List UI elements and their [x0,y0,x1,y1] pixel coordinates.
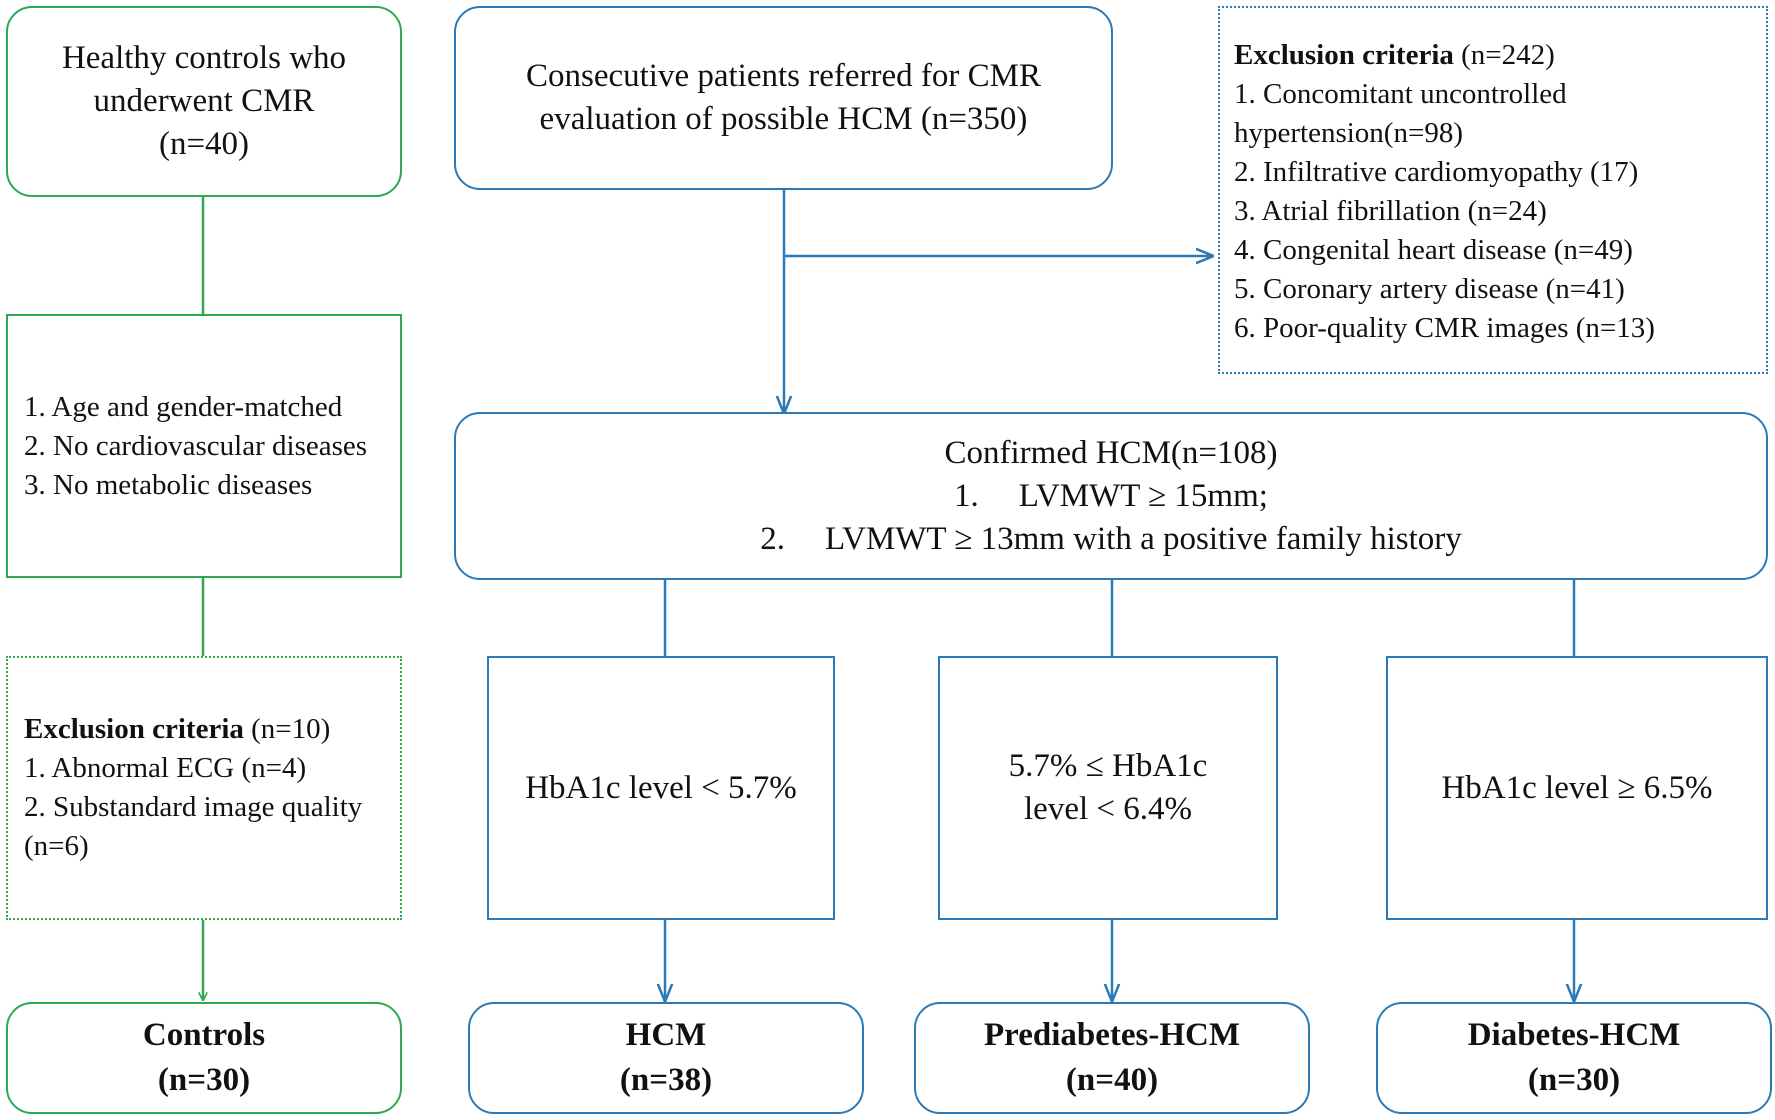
confirmed-criterion-2: 2. LVMWT ≥ 13mm with a positive family hi… [760,518,1462,561]
group-2-result-box: Prediabetes-HCM (n=40) [914,1002,1310,1114]
group-1-criterion-box: HbA1c level < 5.7% [487,656,835,920]
patients-exclusion-title: Exclusion criteria [1234,39,1454,71]
group-1-result-count: (n=38) [619,1062,713,1098]
group-1-result-title: HCM [625,1017,707,1053]
patients-exclusion-item-5: 5. Coronary artery disease (n=41) [1234,273,1625,305]
group-1-criterion-line-1: HbA1c level < 5.7% [525,769,797,806]
healthy-controls-line-3: (n=40) [158,126,250,162]
patients-exclusion-box: Exclusion criteria (n=242) 1. Concomitan… [1218,6,1768,374]
controls-inclusion-box: 1. Age and gender-matched 2. No cardiova… [6,314,402,578]
group-3-result-count: (n=30) [1527,1062,1621,1098]
controls-exclusion-title: Exclusion criteria [24,713,244,745]
healthy-controls-line-1: Healthy controls who [61,40,347,76]
group-3-result-title: Diabetes-HCM [1467,1017,1681,1053]
referred-line-2: evaluation of possible HCM (n=350) [539,101,1028,137]
inclusion-item-2: 2. No cardiovascular diseases [24,429,368,462]
group-2-result-count: (n=40) [1065,1062,1159,1098]
group-1-result-box: HCM (n=38) [468,1002,864,1114]
group-3-criterion-line-1: HbA1c level ≥ 6.5% [1441,769,1713,806]
healthy-controls-line-2: underwent CMR [93,83,315,119]
patients-exclusion-item-6: 6. Poor-quality CMR images (n=13) [1234,312,1655,344]
controls-exclusion-box: Exclusion criteria (n=10) 1. Abnormal EC… [6,656,402,920]
patients-exclusion-item-2: 2. Infiltrative cardiomyopathy (17) [1234,156,1639,188]
healthy-controls-box: Healthy controls who underwent CMR (n=40… [6,6,402,197]
confirmed-hcm-box: Confirmed HCM(n=108) 1. LVMWT ≥ 15mm; 2. L… [454,412,1768,580]
group-2-criterion-box: 5.7% ≤ HbA1c level < 6.4% [938,656,1278,920]
confirmed-criterion-2-number: 2. [760,520,785,557]
referred-patients-box: Consecutive patients referred for CMR ev… [454,6,1113,190]
group-2-result-title: Prediabetes-HCM [984,1017,1240,1053]
controls-result-title: Controls [142,1017,266,1053]
group-3-result-box: Diabetes-HCM (n=30) [1376,1002,1772,1114]
inclusion-item-1: 1. Age and gender-matched [24,390,343,423]
group-3-criterion-box: HbA1c level ≥ 6.5% [1386,656,1768,920]
controls-exclusion-count: (n=10) [251,713,331,745]
controls-result-count: (n=30) [157,1062,251,1098]
confirmed-criterion-1-text: LVMWT ≥ 15mm; [1018,477,1268,514]
controls-result-box: Controls (n=30) [6,1002,402,1114]
controls-exclusion-item-2: 2. Substandard image quality (n=6) [24,791,363,862]
group-2-criterion-line-2: level < 6.4% [1024,791,1192,827]
controls-exclusion-heading: Exclusion criteria (n=10) [24,710,384,749]
patients-exclusion-count: (n=242) [1461,39,1555,71]
confirmed-hcm-title: Confirmed HCM(n=108) [944,434,1278,471]
inclusion-item-3: 3. No metabolic diseases [24,468,313,501]
group-2-criterion-line-1: 5.7% ≤ HbA1c [1008,748,1208,784]
referred-line-1: Consecutive patients referred for CMR [525,58,1041,94]
patients-exclusion-item-3: 3. Atrial fibrillation (n=24) [1234,195,1547,227]
patients-exclusion-item-4: 4. Congenital heart disease (n=49) [1234,234,1633,266]
patients-exclusion-item-1: 1. Concomitant uncontrolled hypertension… [1234,78,1567,149]
confirmed-criterion-2-text: LVMWT ≥ 13mm with a positive family hist… [824,520,1462,557]
confirmed-criterion-1-number: 1. [954,477,979,514]
controls-exclusion-item-1: 1. Abnormal ECG (n=4) [24,752,307,784]
confirmed-criterion-1: 1. LVMWT ≥ 15mm; [954,475,1268,518]
patients-exclusion-heading: Exclusion criteria (n=242) [1234,36,1752,75]
